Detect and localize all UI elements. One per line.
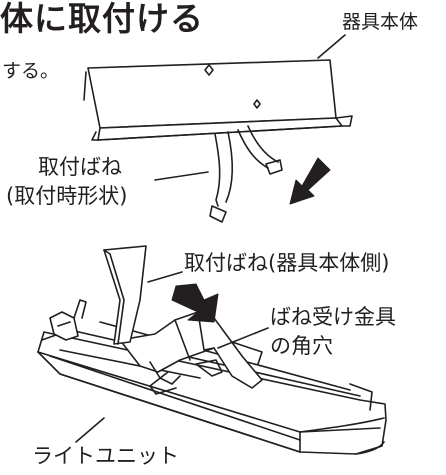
- mounting-spring-fixture-side-label: 取付ばね(器具本体側): [184, 251, 390, 275]
- light-unit-leader: [75, 417, 105, 443]
- spring-fixture-leader: [147, 271, 183, 283]
- light-unit-body: [37, 299, 387, 455]
- mounting-spring-shape-note: (取付時形状): [6, 184, 128, 208]
- light-unit-label: ライトユニット: [32, 444, 179, 468]
- mounting-spring-label: 取付ばね: [38, 155, 122, 179]
- spring-bracket-label: ばね受け金具: [270, 305, 396, 329]
- step-text: する。: [2, 60, 60, 82]
- fixture-body-label: 器具本体: [342, 11, 419, 33]
- mounting-spring-leader: [154, 171, 209, 181]
- fixture-body-channel: [83, 59, 353, 141]
- mounting-spring-fixture-side: [103, 245, 147, 345]
- fixture-body-leader: [317, 34, 346, 59]
- page-title: 体に取付ける: [0, 0, 204, 38]
- push-arrow-top: [289, 157, 331, 205]
- mounting-spring-hanging: [209, 125, 283, 223]
- push-arrow-bottom: [171, 283, 219, 323]
- bracket-hole-leader: [217, 327, 269, 349]
- spring-bracket-hole-label: の角穴: [270, 334, 333, 358]
